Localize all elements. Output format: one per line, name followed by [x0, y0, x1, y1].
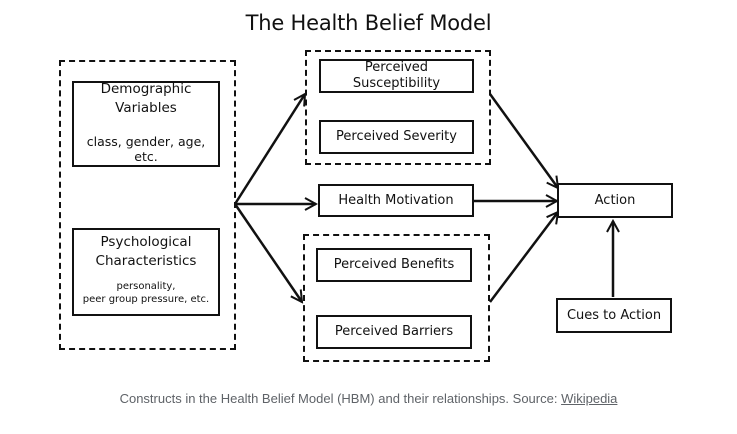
perceived-threat-group — [305, 50, 491, 165]
demographic-title-line2: Variables — [115, 100, 177, 116]
psychological-characteristics-box: Psychological Characteristics personalit… — [72, 228, 220, 316]
health-belief-model-diagram: The Health Belief Model Demographic Vari… — [59, 0, 737, 380]
caption-text: Constructs in the Health Belief Model (H… — [119, 391, 562, 406]
caption-source-link[interactable]: Wikipedia — [561, 391, 618, 406]
psychological-title-line2: Characteristics — [95, 252, 197, 269]
cues-to-action-label: Cues to Action — [566, 307, 662, 323]
modifying-factors-group — [59, 60, 236, 350]
health-motivation-label: Health Motivation — [338, 192, 454, 208]
arrow-threat-to-action — [488, 93, 558, 188]
demographic-variables-box: Demographic Variables class, gender, age… — [72, 81, 220, 167]
perceived-barriers-label: Perceived Barriers — [334, 324, 454, 340]
psychological-detail-line2: peer group pressure, etc. — [82, 293, 210, 305]
perceived-expectations-group — [303, 234, 490, 362]
diagram-arrows — [233, 0, 737, 380]
perceived-severity-box: Perceived Severity — [319, 120, 474, 154]
perceived-susceptibility-label: Perceived Susceptibility — [352, 60, 441, 91]
psychological-title-line1: Psychological — [100, 233, 192, 250]
demographic-title-line1: Demographic — [100, 81, 192, 97]
demographic-detail: class, gender, age, etc. — [86, 134, 206, 164]
figure-caption: Constructs in the Health Belief Model (H… — [0, 391, 737, 406]
arrow-factors-to-threat — [233, 94, 305, 205]
perceived-benefits-box: Perceived Benefits — [316, 248, 472, 282]
arrow-expectations-to-action — [489, 212, 558, 303]
psychological-detail-line1: personality, — [116, 280, 176, 292]
diagram-title: The Health Belief Model — [245, 11, 492, 35]
health-motivation-box: Health Motivation — [318, 184, 474, 217]
perceived-severity-label: Perceived Severity — [336, 129, 457, 145]
perceived-barriers-box: Perceived Barriers — [316, 315, 472, 349]
action-label: Action — [594, 192, 636, 208]
cues-to-action-box: Cues to Action — [556, 298, 672, 333]
perceived-susceptibility-box: Perceived Susceptibility — [319, 59, 474, 93]
perceived-benefits-label: Perceived Benefits — [333, 257, 455, 273]
arrow-factors-to-expectations — [233, 203, 302, 302]
action-box: Action — [557, 183, 673, 218]
